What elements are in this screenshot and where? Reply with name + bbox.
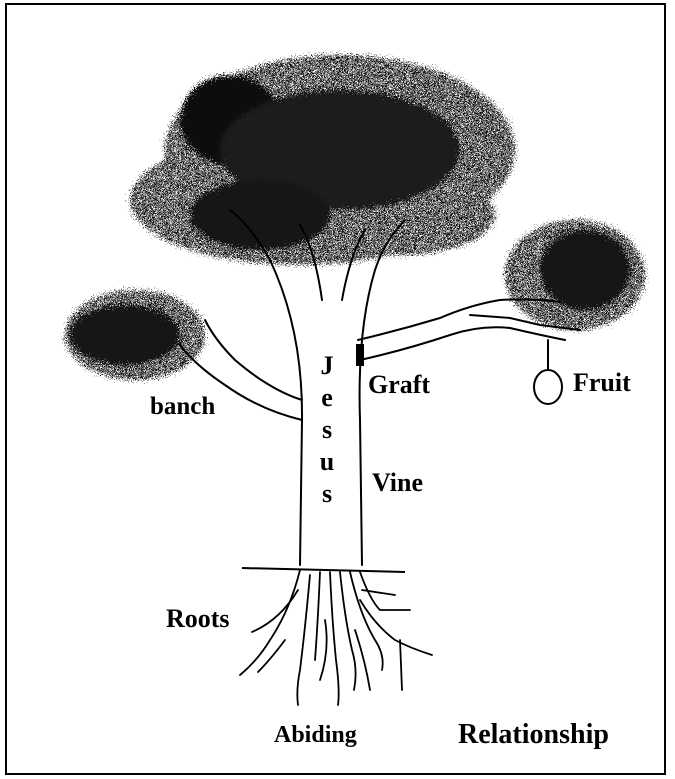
canopy xyxy=(130,55,515,265)
fruit-shape xyxy=(534,370,562,404)
graft-marker xyxy=(356,344,364,366)
right-foliage xyxy=(505,220,645,330)
relationship-label: Relationship xyxy=(458,721,609,749)
branch-label: banch xyxy=(150,394,215,419)
abiding-label: Abiding xyxy=(274,723,357,747)
vine-label: Vine xyxy=(372,470,423,496)
trunk-name-vertical: J e s u s xyxy=(312,350,342,510)
trunk-letter: s xyxy=(322,478,332,510)
trunk-letter: u xyxy=(320,446,334,478)
roots xyxy=(240,570,432,705)
graft-label: Graft xyxy=(368,372,430,398)
roots-label: Roots xyxy=(166,606,230,632)
fruit-label: Fruit xyxy=(573,370,631,396)
trunk-letter: J xyxy=(321,350,334,382)
ground-line xyxy=(242,568,405,572)
trunk-letter: e xyxy=(321,382,333,414)
left-foliage xyxy=(65,290,205,380)
trunk-letter: s xyxy=(322,414,332,446)
